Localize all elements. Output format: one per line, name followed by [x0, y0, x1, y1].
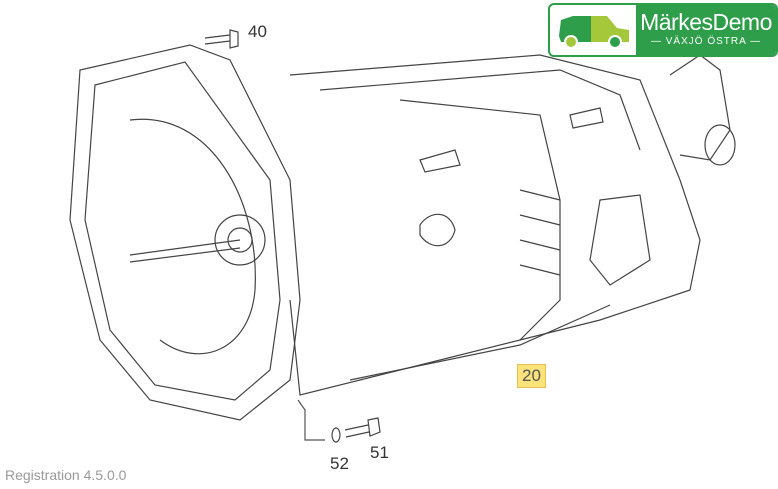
transmission-case — [289, 54, 701, 396]
dealer-logo: MärkesDemo — VÄXJÖ ÖSTRA — — [548, 3, 778, 57]
callout-20[interactable]: 20 — [517, 364, 546, 388]
callout-52[interactable]: 52 — [330, 454, 349, 473]
bell-housing — [69, 44, 301, 421]
logo-subtitle: — VÄXJÖ ÖSTRA — — [650, 36, 762, 47]
car-puzzle-icon — [559, 16, 629, 49]
version-label: Registration 4.5.0.0 — [5, 467, 127, 483]
callout-40[interactable]: 40 — [248, 22, 267, 41]
callout-51[interactable]: 51 — [370, 443, 389, 462]
logo-name: MärkesDemo — [640, 9, 772, 35]
